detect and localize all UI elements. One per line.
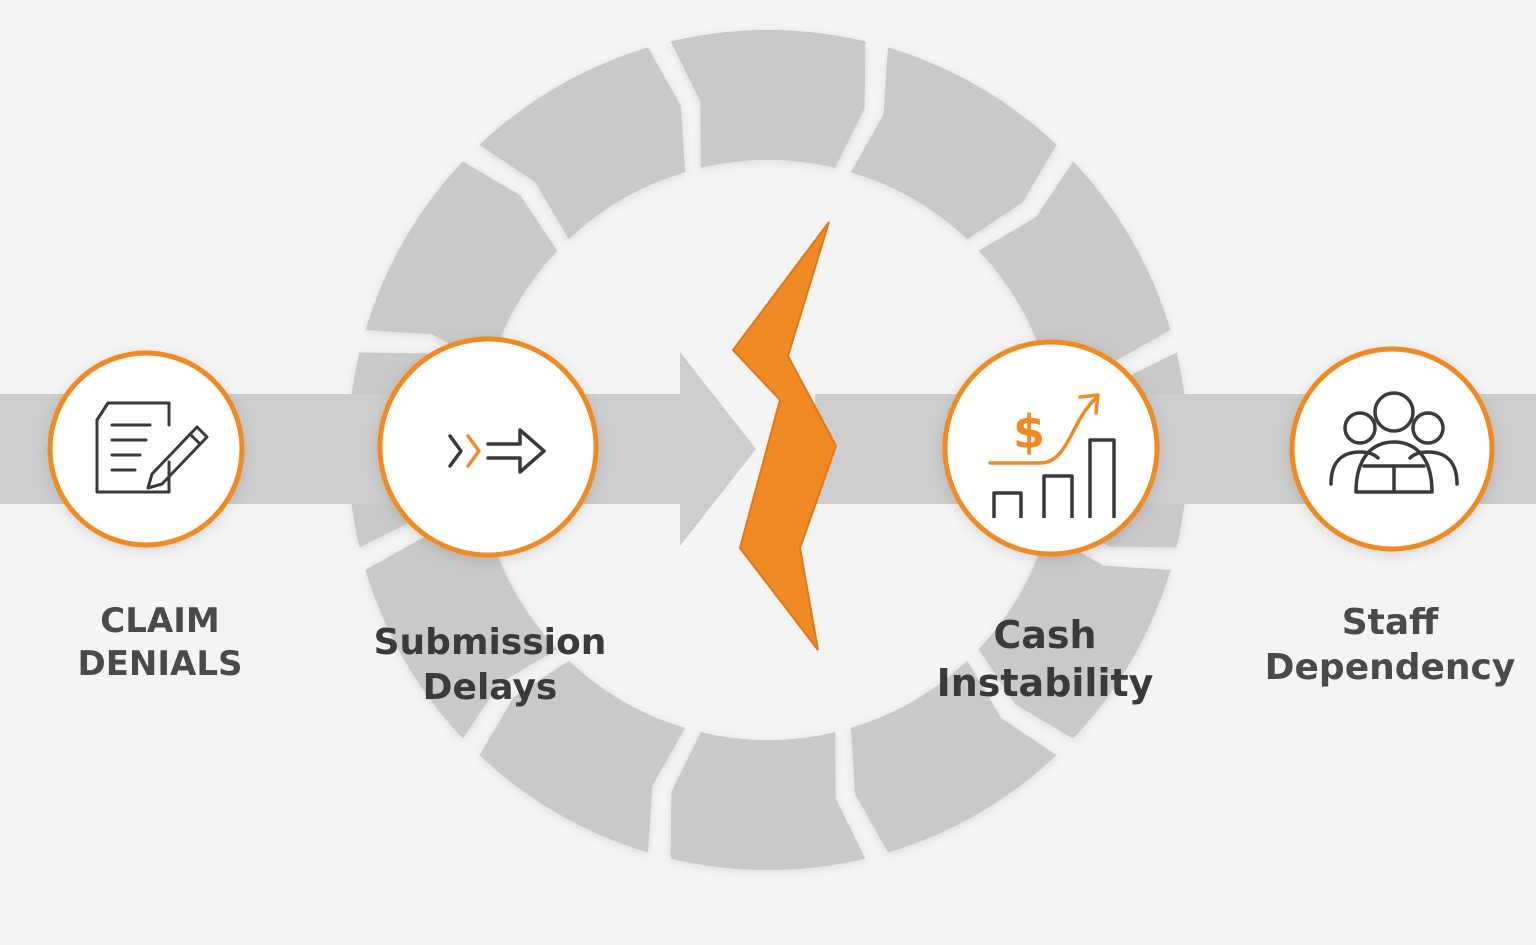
growth-arrow-head [1078,393,1100,415]
ring-segment [978,161,1171,368]
dollar-sign-icon: $ [1013,405,1045,459]
ring-segment [479,47,686,240]
label-claim-line-2: DENIALS [77,643,243,684]
dollar-growth-chart-icon: $ [988,393,1116,518]
ring-segment [978,532,1171,739]
lightning-break-icon [731,221,838,651]
label-claim-denials: CLAIM DENIALS [40,600,280,685]
node-claim-circle [47,350,245,548]
bar-3-icon [1088,438,1116,518]
ring-segment [850,47,1057,240]
node-staff-circle [1289,346,1495,552]
node-submission-delays [377,336,599,558]
label-cash-line-1: Cash [993,613,1097,657]
ring-segment [850,660,1057,853]
label-staff-line-1: Staff [1341,602,1439,643]
label-submission-line-1: Submission [373,622,607,663]
label-staff-dependency: Staff Dependency [1250,600,1530,690]
ring-segment [670,732,866,870]
node-claim-denials [47,350,245,548]
node-staff-dependency [1289,346,1495,552]
label-staff-line-2: Dependency [1264,647,1516,688]
label-submission-line-2: Delays [422,667,558,708]
document-edit-icon [95,401,209,494]
ring-segment [365,532,558,739]
label-cash-line-2: Instability [936,660,1154,705]
node-cash-instability [942,339,1160,557]
node-cash-circle [942,339,1160,557]
bar-2-icon [1042,474,1074,518]
team-group-icon [1329,391,1459,494]
ring-segment [670,29,866,168]
band-arrow-head [680,352,756,546]
growth-curve [988,396,1098,465]
fast-forward-arrows-icon [448,428,546,474]
label-cash-instability: Cash Instability [900,612,1190,707]
bar-1-icon [992,491,1023,518]
label-submission-delays: Submission Delays [340,620,640,710]
ring-segment [365,161,558,368]
ring-segment [479,660,686,853]
node-submission-circle [377,336,599,558]
label-claim-line-1: CLAIM [100,601,220,641]
